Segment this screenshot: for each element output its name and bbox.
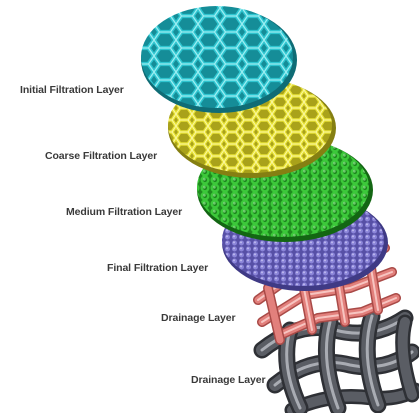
label-medium-filtration-layer: Medium Filtration Layer [66, 206, 182, 218]
label-drainage-layer-grey: Drainage Layer [191, 374, 265, 386]
label-coarse-filtration-layer: Coarse Filtration Layer [45, 150, 157, 162]
label-final-filtration-layer: Final Filtration Layer [107, 262, 208, 274]
initial-filtration-disc [141, 6, 297, 113]
label-initial-filtration-layer: Initial Filtration Layer [20, 84, 124, 96]
label-drainage-layer-pink: Drainage Layer [161, 312, 235, 324]
